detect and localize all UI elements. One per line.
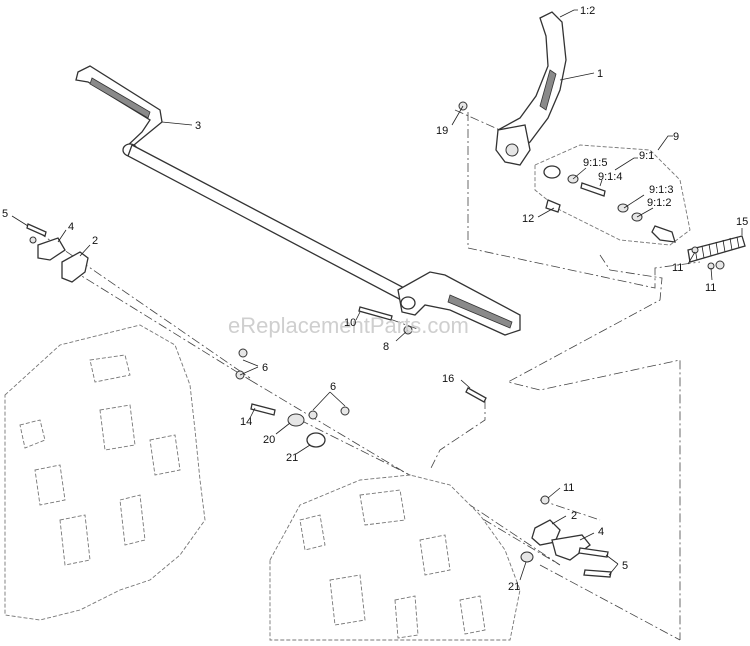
callout-2-right: 2 (571, 510, 577, 522)
callout-21-left: 21 (286, 452, 298, 464)
callout-12: 12 (522, 213, 534, 225)
callout-11-lower: 11 (705, 282, 716, 294)
callout-9-1-5: 9:1:5 (583, 157, 607, 169)
callout-6-left: 6 (262, 362, 268, 374)
callout-19: 19 (436, 125, 448, 137)
callout-2-left: 2 (92, 235, 98, 247)
leader-lines (11, 9, 743, 581)
part-3-brake-shaft (75, 65, 521, 336)
callout-9-1-4: 9:1:4 (598, 171, 622, 183)
callout-1: 1 (597, 68, 603, 80)
callout-10: 10 (344, 317, 356, 329)
callout-9-1: 9:1 (639, 150, 654, 162)
part-15-spring (687, 235, 746, 270)
callout-15: 15 (736, 216, 748, 228)
callout-1-2: 1:2 (580, 5, 595, 17)
callout-11-right: 11 (563, 482, 574, 494)
callout-9: 9 (673, 131, 679, 143)
callout-9-1-2: 9:1:2 (647, 197, 671, 209)
callout-11-upper: 11 (672, 262, 683, 274)
callout-5-right: 5 (622, 560, 628, 572)
callout-4-right: 4 (598, 526, 604, 538)
callout-3: 3 (195, 120, 201, 132)
callout-9-1-3: 9:1:3 (649, 184, 673, 196)
right-frame-plate (269, 474, 521, 641)
part-9-linkage (534, 144, 691, 246)
callout-8: 8 (383, 341, 389, 353)
part-1-pedal-arm (495, 11, 567, 166)
callout-21-right: 21 (508, 581, 520, 593)
callout-labels: 1:2 1 3 19 9 9:1 9:1:5 9:1:4 9:1:3 9:1:2… (2, 5, 748, 593)
callout-6-center: 6 (330, 381, 336, 393)
watermark-text: eReplacementParts.com (228, 313, 469, 338)
callout-14: 14 (240, 416, 252, 428)
callout-5-left: 5 (2, 208, 8, 220)
left-frame-plate (4, 324, 206, 621)
callout-20: 20 (263, 434, 275, 446)
callout-16: 16 (442, 373, 454, 385)
callout-4-left: 4 (68, 221, 74, 233)
